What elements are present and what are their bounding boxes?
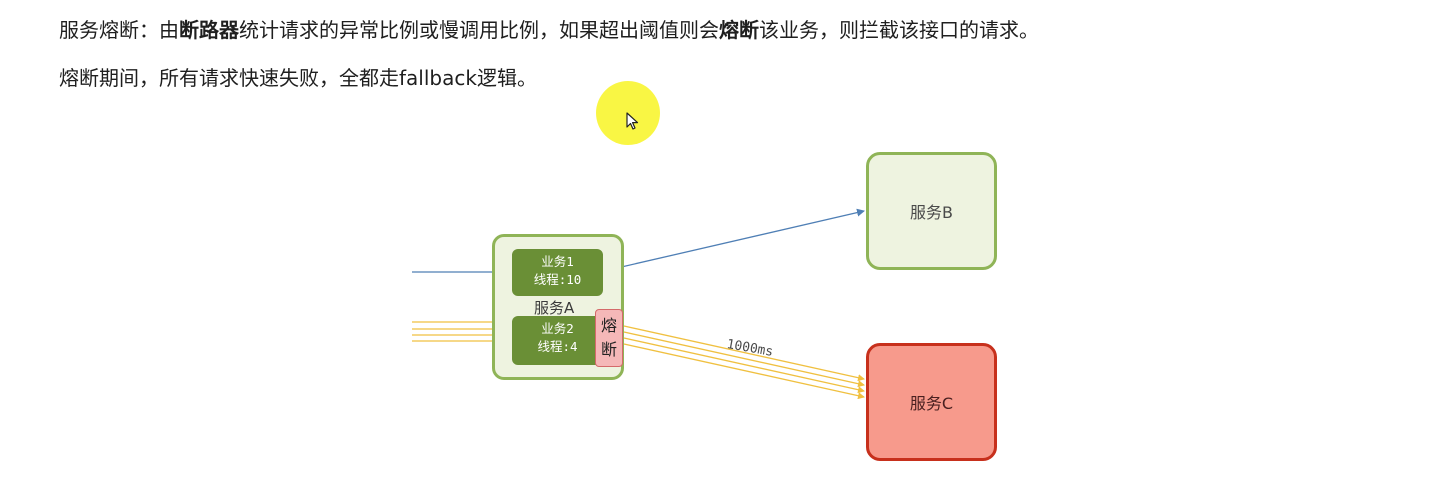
line1-middle: 统计请求的异常比例或慢调用比例，如果超出阈值则会	[239, 18, 719, 42]
line1-bold-break: 熔断	[719, 18, 759, 42]
breaker-char-2: 断	[600, 340, 617, 359]
business-1-threads: 线程:10	[533, 272, 582, 287]
cursor-highlight	[596, 81, 660, 145]
circuit-breaker-tag: 熔 断	[595, 309, 623, 367]
service-c-label: 服务C	[909, 394, 954, 413]
business-2-box: 业务2 线程:4	[512, 316, 603, 365]
line1-prefix: 服务熔断：由	[59, 18, 179, 42]
call-arrow-service-b	[603, 208, 865, 272]
line1-suffix: 该业务，则拦截该接口的请求。	[759, 18, 1039, 42]
business-1-name: 业务1	[541, 254, 574, 269]
slow-call-arrow-3	[623, 337, 865, 394]
business-1-box: 业务1 线程:10	[512, 249, 603, 296]
service-c-box: 服务C	[866, 343, 997, 461]
business-2-threads: 线程:4	[537, 339, 578, 354]
business-2-name: 业务2	[541, 321, 574, 336]
description-line-1: 服务熔断：由断路器统计请求的异常比例或慢调用比例，如果超出阈值则会熔断该业务，则…	[59, 16, 1039, 44]
service-a-label: 服务A	[534, 299, 575, 317]
service-b-box: 服务B	[866, 152, 997, 270]
slow-call-arrow-1	[623, 325, 865, 382]
slow-call-arrow-4	[623, 343, 865, 400]
slow-call-arrow-2	[623, 331, 865, 388]
line1-bold-circuit-breaker: 断路器	[179, 18, 239, 42]
mouse-cursor-icon	[626, 112, 639, 130]
description-line-2: 熔断期间，所有请求快速失败，全都走fallback逻辑。	[59, 66, 537, 90]
service-b-label: 服务B	[910, 203, 953, 222]
breaker-char-1: 熔	[600, 316, 617, 335]
